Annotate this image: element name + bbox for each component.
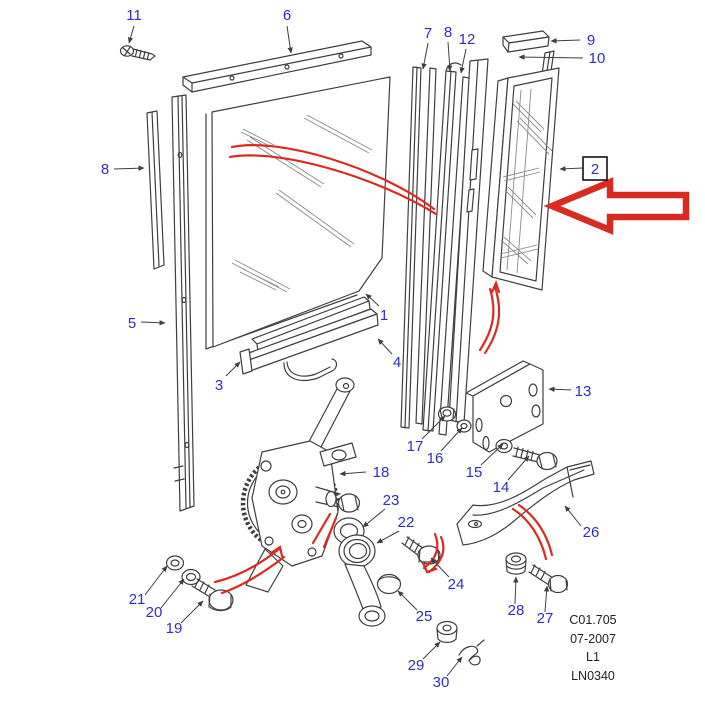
leader-8-mid: [446, 41, 453, 72]
leader-13: [548, 386, 572, 392]
part-bottom-channels-3-4: [239, 296, 379, 382]
callout-8-left: 8: [101, 161, 109, 178]
part-pull-handle-26: [456, 460, 595, 546]
part-bolt-24: [401, 536, 441, 565]
leader-8-left: [113, 165, 145, 171]
leader-4: [377, 338, 393, 355]
callout-24: 24: [448, 576, 465, 593]
part-regulator-18: [240, 377, 361, 593]
leader-18: [339, 470, 367, 477]
callout-30: 30: [433, 674, 450, 691]
ref-line-3: L1: [586, 650, 600, 664]
callout-15: 15: [466, 464, 483, 481]
reference-block: C01.705 07-2007 L1 LN0340: [569, 613, 616, 683]
ref-line-2: 07-2007: [570, 632, 616, 646]
leader-23: [362, 508, 386, 528]
callout-28: 28: [508, 602, 525, 619]
leader-1: [365, 293, 380, 307]
callout-27: 27: [537, 610, 554, 627]
leader-lines: [113, 25, 584, 677]
leader-3: [225, 361, 241, 377]
part-nut-29: [436, 620, 458, 643]
callout-17: 17: [407, 438, 424, 455]
part-nut-17: [437, 406, 457, 422]
callout-29: 29: [408, 657, 425, 674]
part-top-cap-9: [502, 30, 550, 53]
callout-3: 3: [215, 377, 223, 394]
part-glazing-strip-8: [146, 110, 165, 270]
callout-22: 22: [398, 514, 415, 531]
callout-1: 1: [380, 307, 388, 324]
callout-26: 26: [583, 524, 600, 541]
callout-11: 11: [126, 7, 142, 24]
callout-9: 9: [587, 32, 595, 49]
callout-4: 4: [393, 354, 401, 371]
callout-25: 25: [416, 608, 433, 625]
leader-17: [421, 415, 446, 440]
leader-20: [160, 578, 185, 609]
ref-line-1: C01.705: [569, 613, 616, 627]
part-washer-21: [165, 555, 185, 571]
part-bolt-19: [191, 578, 234, 612]
leader-9: [550, 38, 581, 44]
leader-30: [446, 656, 463, 677]
callout-20: 20: [146, 604, 163, 621]
callout-12: 12: [459, 31, 476, 48]
part-washer-15: [495, 438, 513, 454]
part-glass-runs-7-8-12: [400, 62, 471, 436]
part-crank-handle-22: [338, 534, 386, 627]
part-washer-16: [456, 419, 472, 433]
leader-11: [127, 25, 135, 44]
leader-2: [559, 166, 584, 172]
leader-26: [564, 505, 582, 527]
callout-5: 5: [128, 315, 136, 332]
leader-24: [430, 557, 450, 578]
leader-19: [180, 600, 204, 624]
leader-14: [507, 455, 530, 481]
ref-line-4: LN0340: [571, 669, 615, 683]
highlight-curves: [213, 144, 554, 595]
callout-16: 16: [427, 450, 444, 467]
callout-2: 2: [591, 161, 599, 178]
leader-22: [376, 530, 400, 544]
callout-13: 13: [575, 383, 592, 400]
callout-14: 14: [493, 479, 510, 496]
part-quarter-glass-2: [482, 67, 560, 291]
callout-2-box: [582, 156, 608, 181]
callout-7: 7: [424, 25, 432, 42]
callout-labels: 11 6 7 8 12 9 10 8 5 1 4 3 2 13 17 16 15…: [101, 7, 608, 691]
callout-21: 21: [129, 591, 146, 608]
callout-10: 10: [589, 50, 606, 67]
leader-16: [440, 427, 463, 452]
leader-15: [480, 443, 504, 466]
part-screw-11: [119, 45, 156, 61]
part-guide-channel-5: [171, 94, 195, 512]
part-clip-30: [458, 639, 485, 666]
part-bolt-14: [512, 446, 558, 471]
leader-21: [144, 565, 168, 596]
leader-6: [286, 25, 293, 54]
leader-29: [422, 641, 441, 660]
part-cap-25: [376, 573, 402, 595]
leader-12: [459, 48, 467, 74]
leader-10: [518, 54, 584, 60]
highlight-arrow-left-icon: [543, 177, 690, 235]
callout-18: 18: [373, 464, 390, 481]
callout-23: 23: [383, 492, 400, 509]
callout-19: 19: [166, 620, 183, 637]
part-bolt-27: [528, 564, 569, 594]
leader-28: [513, 576, 519, 605]
leader-7: [421, 42, 429, 70]
callout-6: 6: [283, 7, 291, 24]
leader-25: [397, 590, 418, 611]
part-top-rail-6: [182, 40, 372, 93]
callout-8-mid: 8: [444, 24, 452, 41]
part-nut-28: [505, 552, 527, 575]
leader-27: [543, 585, 550, 613]
part-bracket-13: [465, 360, 544, 453]
part-washer-20: [181, 568, 201, 586]
leader-5: [140, 320, 166, 326]
